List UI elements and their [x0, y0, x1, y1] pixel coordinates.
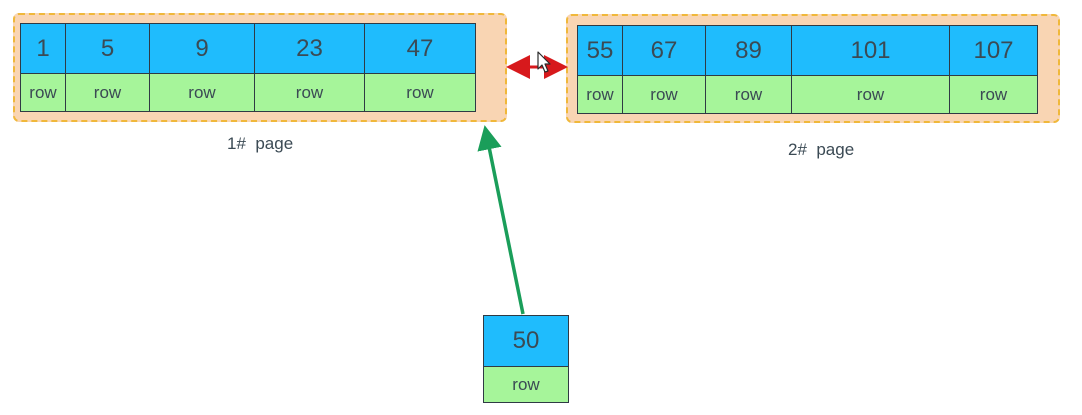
page-2-entry-2: 67 row — [623, 26, 706, 113]
new-record: 50 row — [483, 315, 569, 403]
page-1-records: 1 row 5 row 9 row 23 row 47 row — [20, 23, 476, 112]
record-row: row — [950, 76, 1037, 113]
record-key: 50 — [484, 316, 568, 367]
record-key: 55 — [578, 26, 622, 76]
record-row: row — [21, 74, 65, 111]
page-2-entry-5: 107 row — [950, 26, 1037, 113]
record-row: row — [150, 74, 254, 111]
record-key: 107 — [950, 26, 1037, 76]
record-row: row — [66, 74, 149, 111]
mouse-pointer-icon — [537, 51, 551, 73]
record-key: 101 — [792, 26, 949, 76]
insert-arrow — [477, 125, 525, 315]
page-2-entry-3: 89 row — [706, 26, 792, 113]
record-key: 47 — [365, 24, 475, 74]
record-row: row — [484, 367, 568, 402]
new-record-entry: 50 row — [484, 316, 568, 402]
page-1-entry-5: 47 row — [365, 24, 475, 111]
record-key: 89 — [706, 26, 791, 76]
page-2-entry-4: 101 row — [792, 26, 950, 113]
record-key: 5 — [66, 24, 149, 74]
record-row: row — [792, 76, 949, 113]
record-key: 9 — [150, 24, 254, 74]
record-key: 23 — [255, 24, 364, 74]
record-key: 1 — [21, 24, 65, 74]
page-1-label: 1# page — [227, 134, 294, 153]
record-row: row — [255, 74, 364, 111]
record-row: row — [623, 76, 705, 113]
page-1-entry-2: 5 row — [66, 24, 150, 111]
page-2-records: 55 row 67 row 89 row 101 row 107 row — [577, 25, 1038, 114]
page-2-label: 2# page — [788, 140, 855, 159]
page-2-entry-1: 55 row — [578, 26, 623, 113]
record-row: row — [706, 76, 791, 113]
record-key: 67 — [623, 26, 705, 76]
page-1-entry-4: 23 row — [255, 24, 365, 111]
record-row: row — [578, 76, 622, 113]
record-row: row — [365, 74, 475, 111]
page-1-entry-1: 1 row — [21, 24, 66, 111]
page-1-entry-3: 9 row — [150, 24, 255, 111]
